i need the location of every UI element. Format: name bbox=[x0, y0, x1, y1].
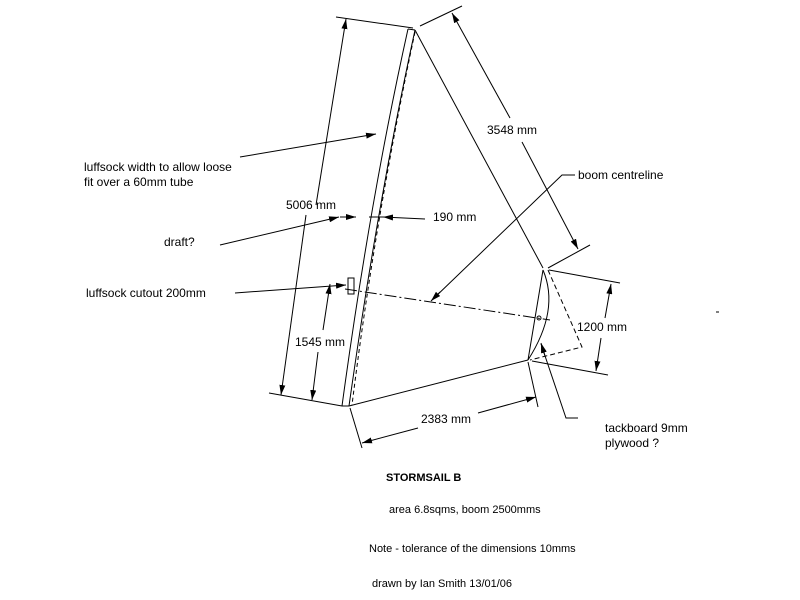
tolerance-note: Note - tolerance of the dimensions 10mms bbox=[369, 543, 576, 555]
tackboard-height-dimension bbox=[531, 269, 621, 376]
cutout-height-text: 1545 mm bbox=[295, 335, 346, 349]
draft-label: draft? bbox=[164, 235, 195, 249]
sail-outline bbox=[341, 28, 583, 407]
luff-dimension-text: 5006 mm bbox=[286, 198, 337, 212]
luff-dimension bbox=[268, 16, 414, 407]
foot-dimension bbox=[349, 361, 539, 449]
area-note: area 6.8sqms, boom 2500mms bbox=[389, 504, 541, 516]
luffsock-cutout bbox=[347, 277, 355, 295]
tackboard-label-2: plywood ? bbox=[605, 436, 660, 450]
leech-dimension bbox=[419, 5, 591, 269]
luffsock-width-label-1: luffsock width to allow loose bbox=[84, 160, 232, 174]
leader-lines bbox=[219, 132, 719, 419]
tackboard-label-1: tackboard 9mm bbox=[605, 421, 688, 435]
foot-dimension-text: 2383 mm bbox=[421, 412, 472, 426]
cutout-height-dimension bbox=[310, 283, 332, 401]
boom-centreline bbox=[344, 288, 551, 321]
tackboard-curve bbox=[527, 269, 550, 361]
drawing-title: STORMSAIL B bbox=[386, 472, 462, 484]
luffsock-cutout-label: luffsock cutout 200mm bbox=[86, 286, 206, 300]
author-note: drawn by Ian Smith 13/01/06 bbox=[372, 578, 513, 590]
tackboard-height-text: 1200 mm bbox=[577, 320, 628, 334]
draft-dimension-text: 190 mm bbox=[433, 210, 477, 224]
luffsock-width-label-2: fit over a 60mm tube bbox=[84, 175, 194, 189]
boom-centreline-label: boom centreline bbox=[578, 168, 664, 182]
leech-dimension-text: 3548 mm bbox=[487, 123, 538, 137]
